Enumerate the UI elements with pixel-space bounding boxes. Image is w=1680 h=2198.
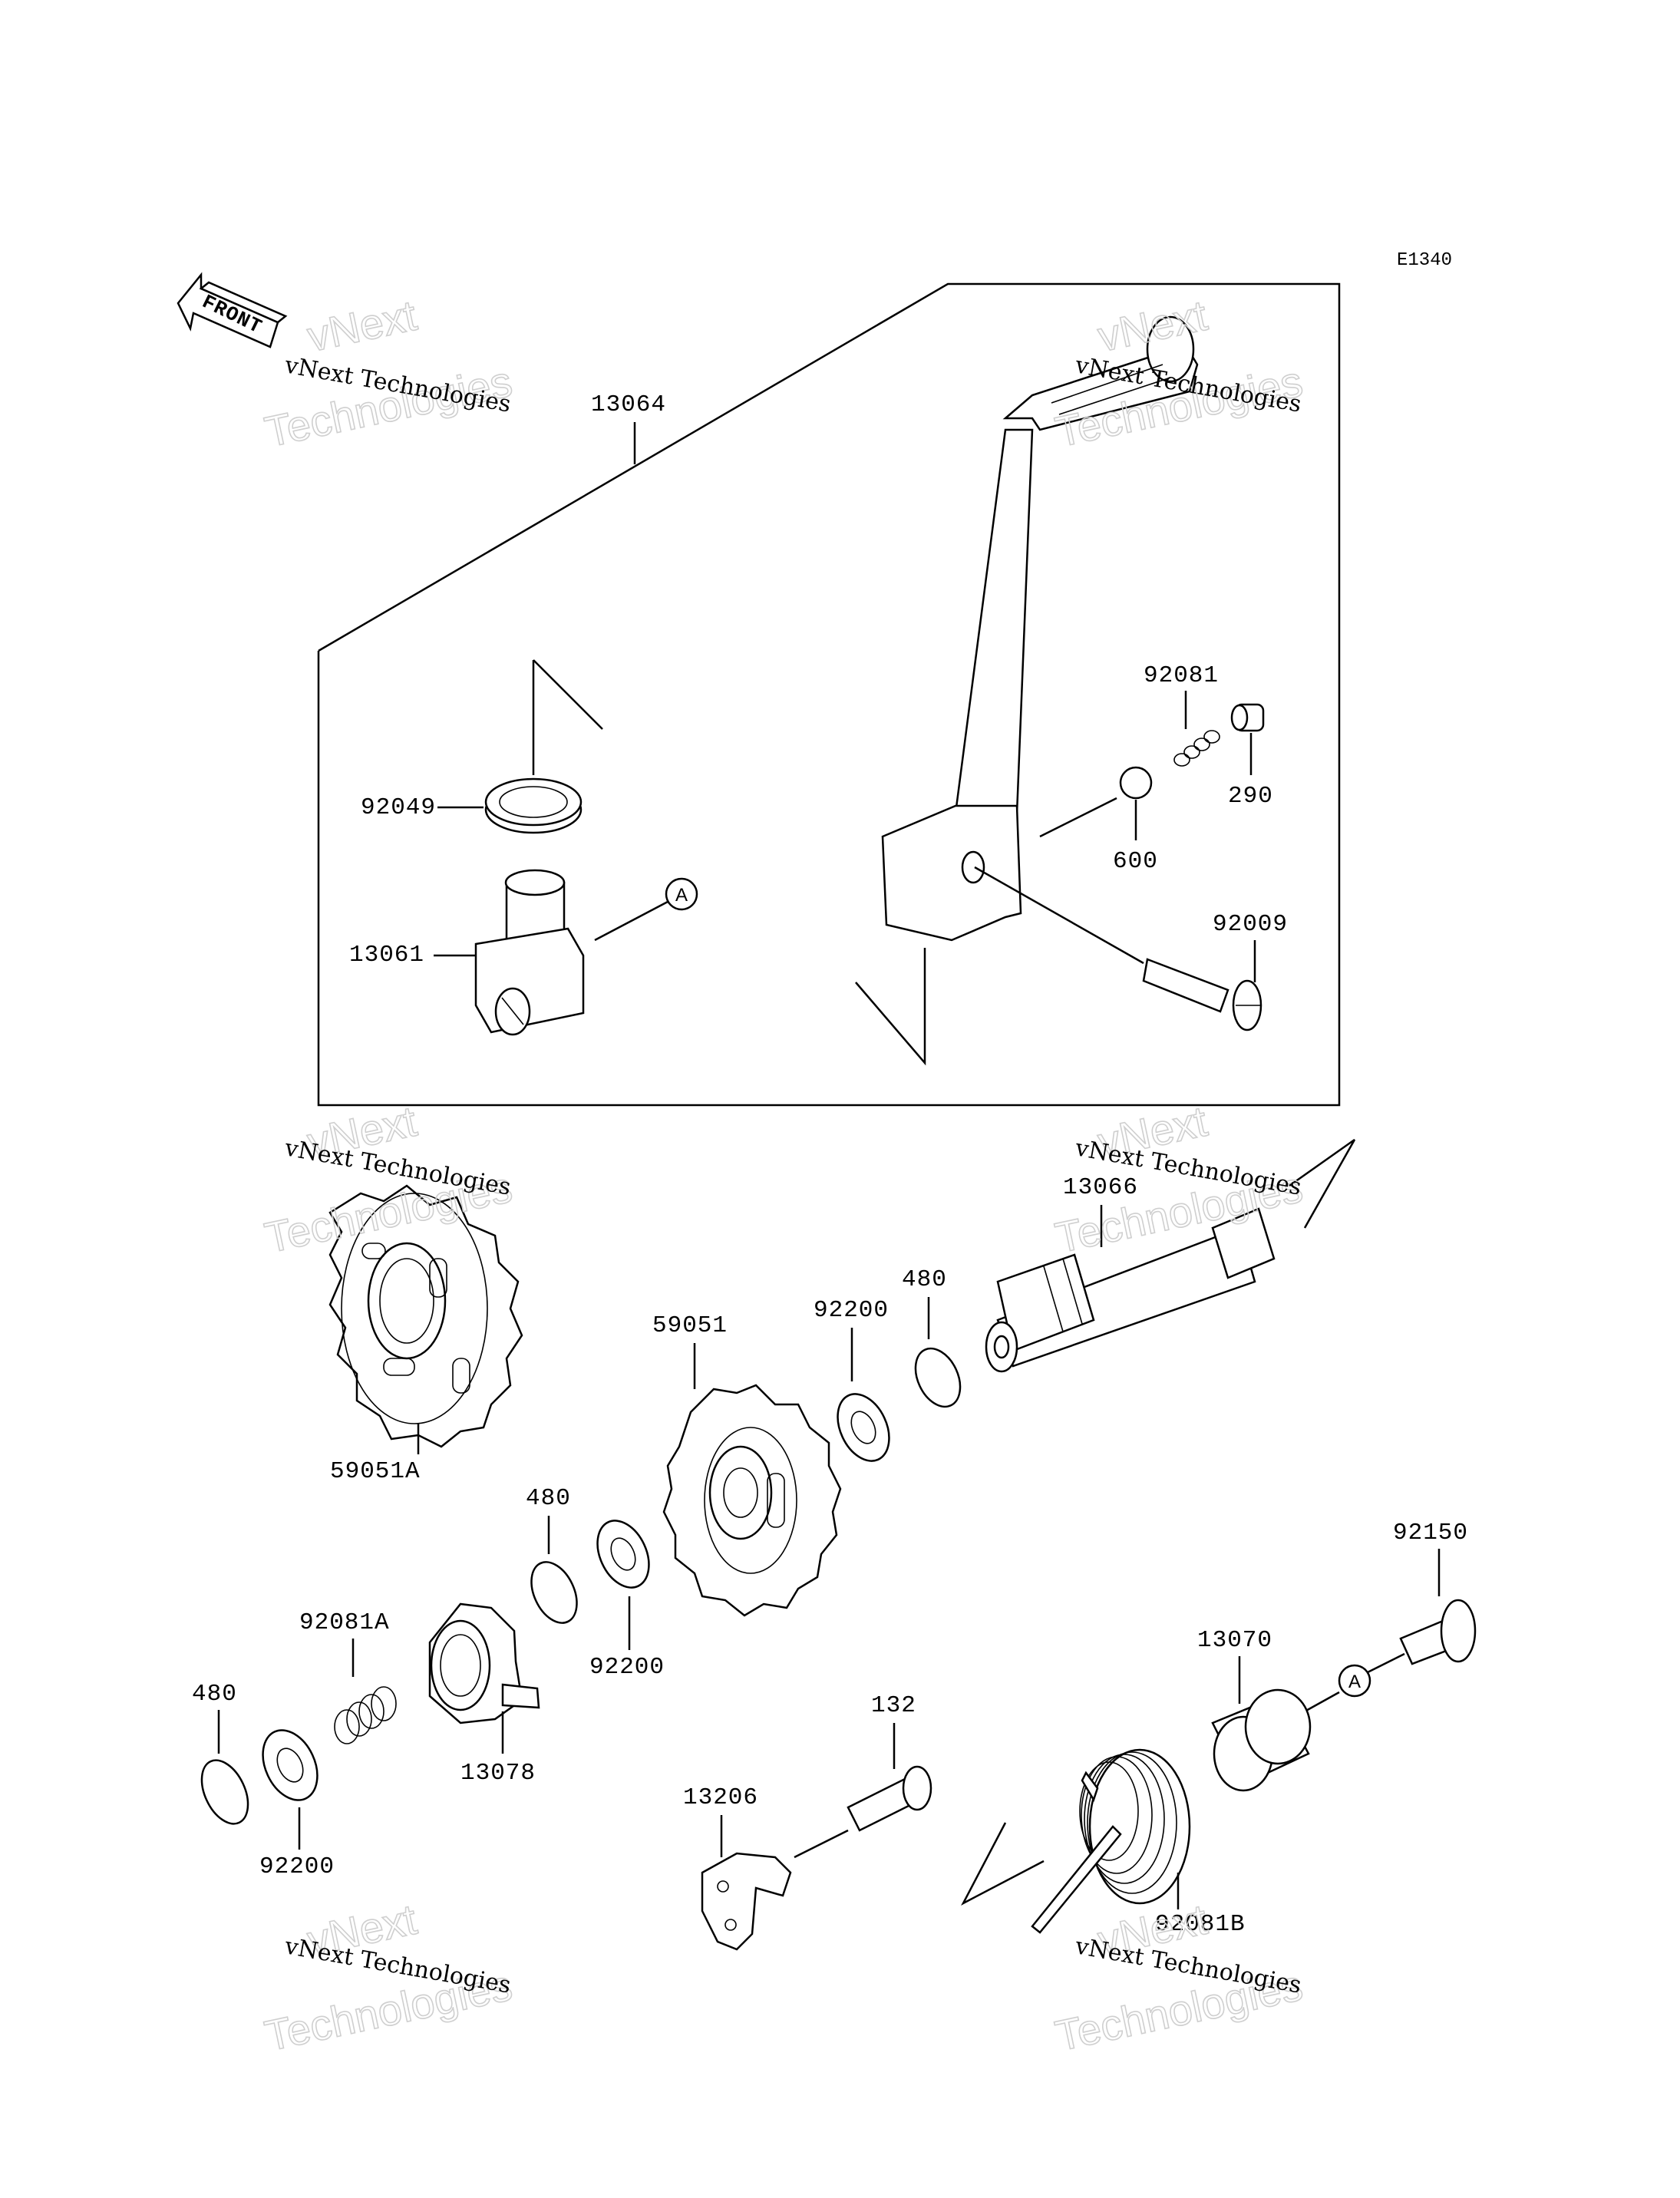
circlip-480-top xyxy=(914,1347,962,1408)
spring-92081 xyxy=(1173,730,1220,767)
seal-92049 xyxy=(484,777,583,834)
label-92200-top: 92200 xyxy=(814,1297,889,1324)
label-600: 600 xyxy=(1113,848,1158,875)
diagram-code: E1340 xyxy=(1397,250,1452,271)
callout-a-top: A xyxy=(665,877,698,911)
washer-92200-mid xyxy=(596,1520,650,1589)
label-92009: 92009 xyxy=(1213,911,1288,938)
bolt-92009 xyxy=(1142,958,1262,1031)
guide-13206 xyxy=(701,1852,792,1951)
label-480-bot: 480 xyxy=(192,1681,237,1708)
label-480-top: 480 xyxy=(902,1266,947,1293)
label-59051A: 59051A xyxy=(330,1458,421,1485)
label-13064: 13064 xyxy=(591,391,666,418)
label-92200-bot: 92200 xyxy=(259,1853,335,1880)
label-132: 132 xyxy=(871,1692,916,1719)
label-92150: 92150 xyxy=(1393,1520,1468,1546)
front-arrow-icon: FRONT xyxy=(177,272,288,348)
bolt-132 xyxy=(847,1765,932,1832)
label-92081B: 92081B xyxy=(1155,1911,1246,1938)
label-13206: 13206 xyxy=(683,1784,758,1811)
svg-text:A: A xyxy=(1348,1672,1361,1692)
label-13061: 13061 xyxy=(349,942,424,969)
ratchet-13078 xyxy=(428,1602,540,1724)
circlip-480-mid xyxy=(530,1561,578,1624)
callout-a-bottom: A xyxy=(1338,1664,1371,1698)
label-13066: 13066 xyxy=(1063,1174,1138,1201)
assembly-outline xyxy=(317,282,1341,1107)
svg-text:A: A xyxy=(675,885,688,906)
ball-600 xyxy=(1119,766,1153,800)
label-13078: 13078 xyxy=(460,1760,536,1787)
spring-92081A xyxy=(334,1686,397,1744)
plug-290 xyxy=(1230,703,1265,732)
collar-13070 xyxy=(1211,1688,1312,1792)
washer-92200-bot xyxy=(262,1729,319,1801)
circlip-480-bot xyxy=(200,1759,249,1825)
svg-text:vNext: vNext xyxy=(303,291,421,361)
gear-59051 xyxy=(662,1384,842,1617)
label-92081: 92081 xyxy=(1144,662,1219,689)
spring-92081B xyxy=(1031,1748,1191,1934)
label-92049: 92049 xyxy=(361,794,436,821)
label-92081A: 92081A xyxy=(299,1609,390,1636)
kick-head-13061 xyxy=(474,869,585,1036)
bolt-92150 xyxy=(1399,1599,1477,1665)
label-59051: 59051 xyxy=(652,1312,728,1339)
label-92200-mid: 92200 xyxy=(589,1654,665,1681)
label-13070: 13070 xyxy=(1197,1627,1272,1654)
kick-shaft-13066 xyxy=(985,1207,1276,1373)
washer-92200-top xyxy=(837,1393,890,1462)
kick-pedal-lever xyxy=(881,315,1199,942)
label-290: 290 xyxy=(1228,783,1273,810)
gear-59051A xyxy=(328,1184,523,1448)
watermark-1: vNext Technologies xyxy=(260,290,517,457)
label-480-mid: 480 xyxy=(526,1485,571,1512)
